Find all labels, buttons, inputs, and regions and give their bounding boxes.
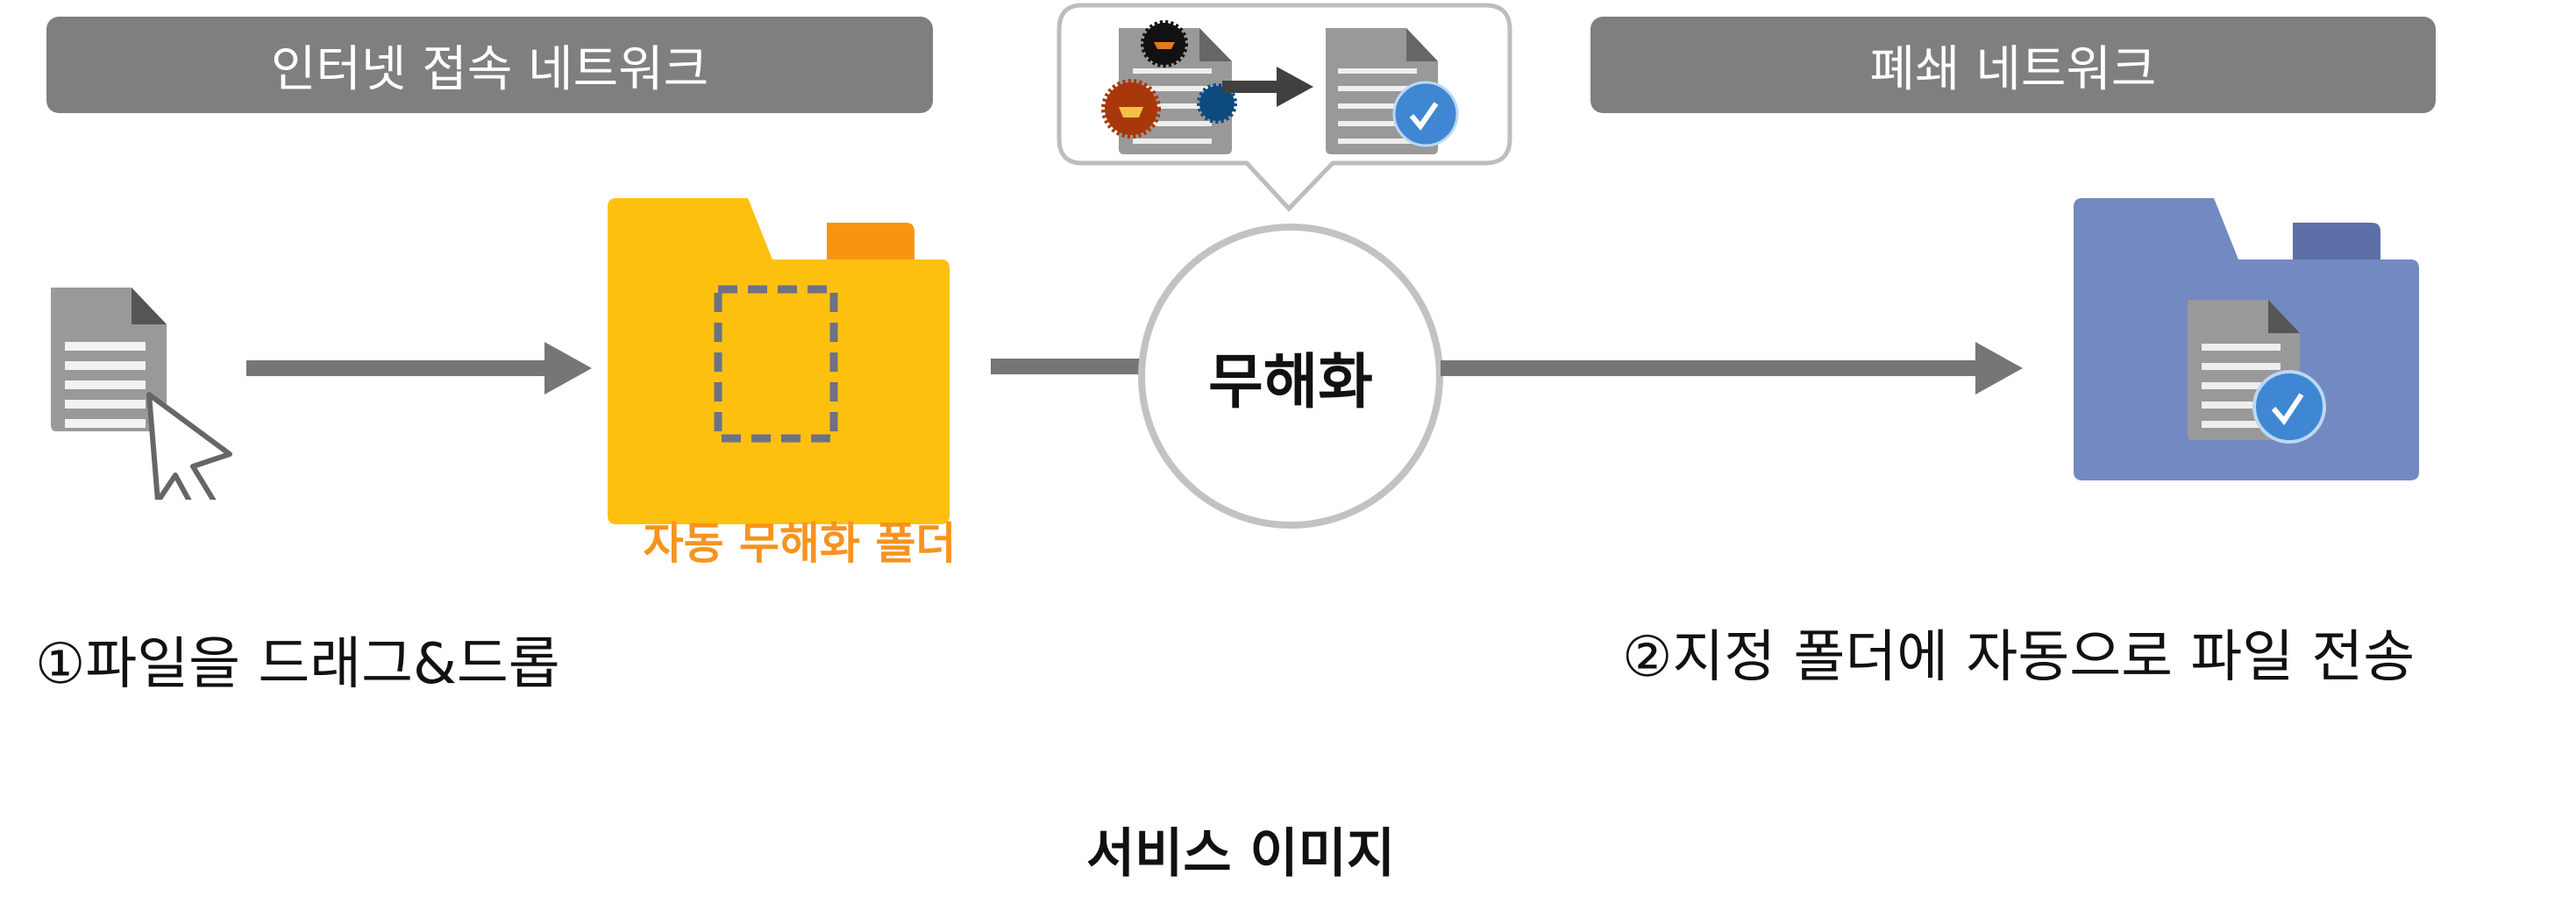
internet-network-label: 인터넷 접속 네트워크	[270, 40, 709, 98]
arrow-right-icon	[1222, 67, 1313, 107]
internet-network-header: 인터넷 접속 네트워크	[46, 17, 933, 113]
clean-document-icon	[1326, 28, 1459, 154]
step2-text: ②지정 폴더에 자동으로 파일 전송	[1622, 625, 2416, 690]
caption: 서비스 이미지	[1085, 823, 1396, 885]
check-badge-icon	[2252, 370, 2326, 444]
step1-text: ①파일을 드래그&드롭	[35, 632, 560, 697]
sanitize-process-circle: 무해화	[1138, 224, 1443, 529]
transferred-document-icon	[2188, 300, 2326, 444]
destination-folder-icon[interactable]	[2074, 198, 2421, 482]
connector-line	[991, 359, 1144, 374]
auto-folder-label: 자동 무해화 폴더	[643, 518, 957, 569]
virus-blue-icon	[1197, 83, 1237, 124]
arrow-to-closed-folder	[1441, 342, 2023, 395]
cursor-icon	[146, 392, 232, 500]
document-drag-icon	[51, 288, 232, 500]
sanitize-label: 무해화	[1208, 347, 1373, 417]
arrow-to-folder	[246, 342, 592, 395]
closed-network-header: 폐쇄 네트워크	[1590, 17, 2436, 113]
closed-network-label: 폐쇄 네트워크	[1869, 40, 2157, 98]
auto-sanitize-folder-icon[interactable]	[608, 198, 951, 526]
sanitize-illustration-bubble	[1057, 3, 1512, 212]
